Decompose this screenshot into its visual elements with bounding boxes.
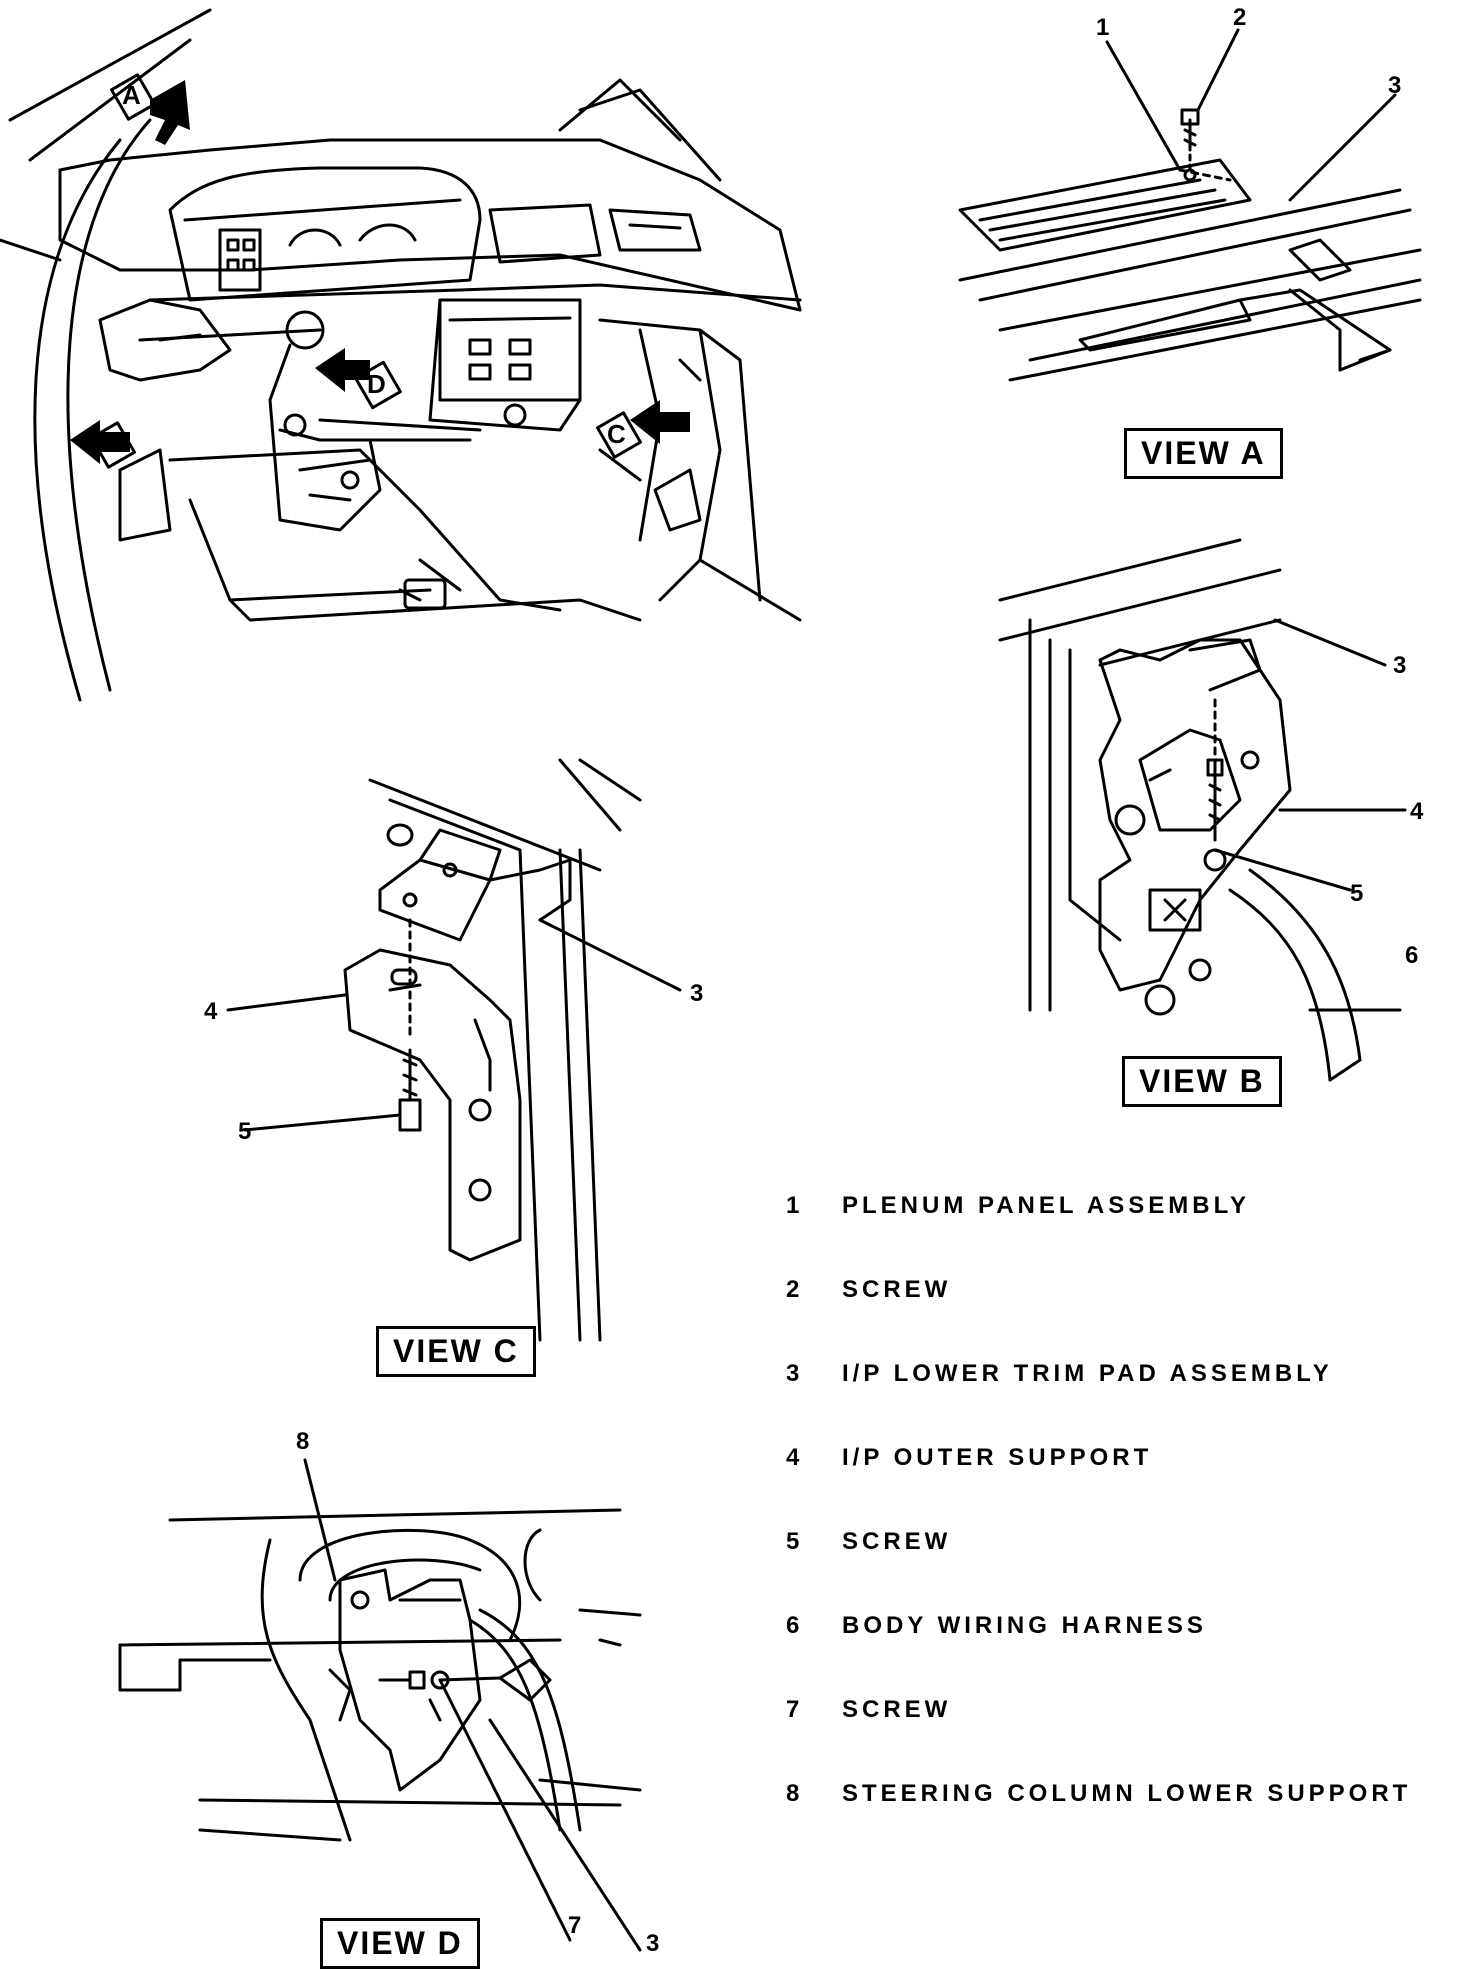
view-b-label: VIEW B xyxy=(1122,1056,1282,1107)
callout-d-3: 3 xyxy=(646,1930,660,1957)
legend-number: 5 xyxy=(786,1528,804,1555)
callout-c-3: 3 xyxy=(690,980,704,1007)
legend-number: 8 xyxy=(786,1780,804,1807)
callout-c-5: 5 xyxy=(238,1118,252,1145)
callout-d-8: 8 xyxy=(296,1428,310,1455)
legend-description: I/P OUTER SUPPORT xyxy=(842,1444,1153,1471)
legend-item: 1 PLENUM PANEL ASSEMBLY xyxy=(786,1192,1466,1276)
legend-item: 2 SCREW xyxy=(786,1276,1466,1360)
callout-a-3: 3 xyxy=(1388,72,1402,99)
callout-a-2: 2 xyxy=(1233,4,1247,31)
legend-item: 8 STEERING COLUMN LOWER SUPPORT xyxy=(786,1780,1466,1864)
legend-item: 3 I/P LOWER TRIM PAD ASSEMBLY xyxy=(786,1360,1466,1444)
callout-b-5: 5 xyxy=(1350,880,1364,907)
legend-description: SCREW xyxy=(842,1696,952,1723)
legend-number: 1 xyxy=(786,1192,804,1219)
legend-number: 3 xyxy=(786,1360,804,1387)
callout-d-7: 7 xyxy=(568,1912,582,1939)
legend-description: SCREW xyxy=(842,1276,952,1303)
legend-description: SCREW xyxy=(842,1528,952,1555)
view-a-label: VIEW A xyxy=(1124,428,1283,479)
view-b-drawing xyxy=(998,538,1407,1082)
legend-number: 2 xyxy=(786,1276,804,1303)
legend-number: 7 xyxy=(786,1696,804,1723)
view-tag-d: D xyxy=(367,369,386,399)
view-tag-b: B xyxy=(102,428,121,458)
view-c-drawing xyxy=(226,758,682,1342)
view-d-label: VIEW D xyxy=(320,1918,480,1969)
view-a-drawing xyxy=(958,28,1422,382)
legend-description: STEERING COLUMN LOWER SUPPORT xyxy=(842,1780,1412,1807)
callout-c-4: 4 xyxy=(204,998,218,1025)
legend-item: 7 SCREW xyxy=(786,1696,1466,1780)
callout-b-3: 3 xyxy=(1393,652,1407,679)
view-c-label: VIEW C xyxy=(376,1326,536,1377)
legend-description: BODY WIRING HARNESS xyxy=(842,1612,1207,1639)
legend-item: 5 SCREW xyxy=(786,1528,1466,1612)
callout-b-6: 6 xyxy=(1405,942,1419,969)
main-dashboard-drawing xyxy=(0,8,802,702)
callout-b-4: 4 xyxy=(1410,798,1424,825)
legend-number: 4 xyxy=(786,1444,804,1471)
legend-number: 6 xyxy=(786,1612,804,1639)
view-d-drawing xyxy=(118,1458,642,1952)
legend-description: PLENUM PANEL ASSEMBLY xyxy=(842,1192,1251,1219)
legend-item: 4 I/P OUTER SUPPORT xyxy=(786,1444,1466,1528)
legend-item: 6 BODY WIRING HARNESS xyxy=(786,1612,1466,1696)
view-arrows xyxy=(70,80,690,464)
view-tag-a: A xyxy=(122,80,141,110)
parts-legend: 1 PLENUM PANEL ASSEMBLY 2 SCREW 3 I/P LO… xyxy=(786,1192,1466,1864)
view-tag-c: C xyxy=(607,419,626,449)
view-tag-boxes xyxy=(90,73,642,469)
callout-a-1: 1 xyxy=(1096,14,1110,41)
legend-description: I/P LOWER TRIM PAD ASSEMBLY xyxy=(842,1360,1333,1387)
